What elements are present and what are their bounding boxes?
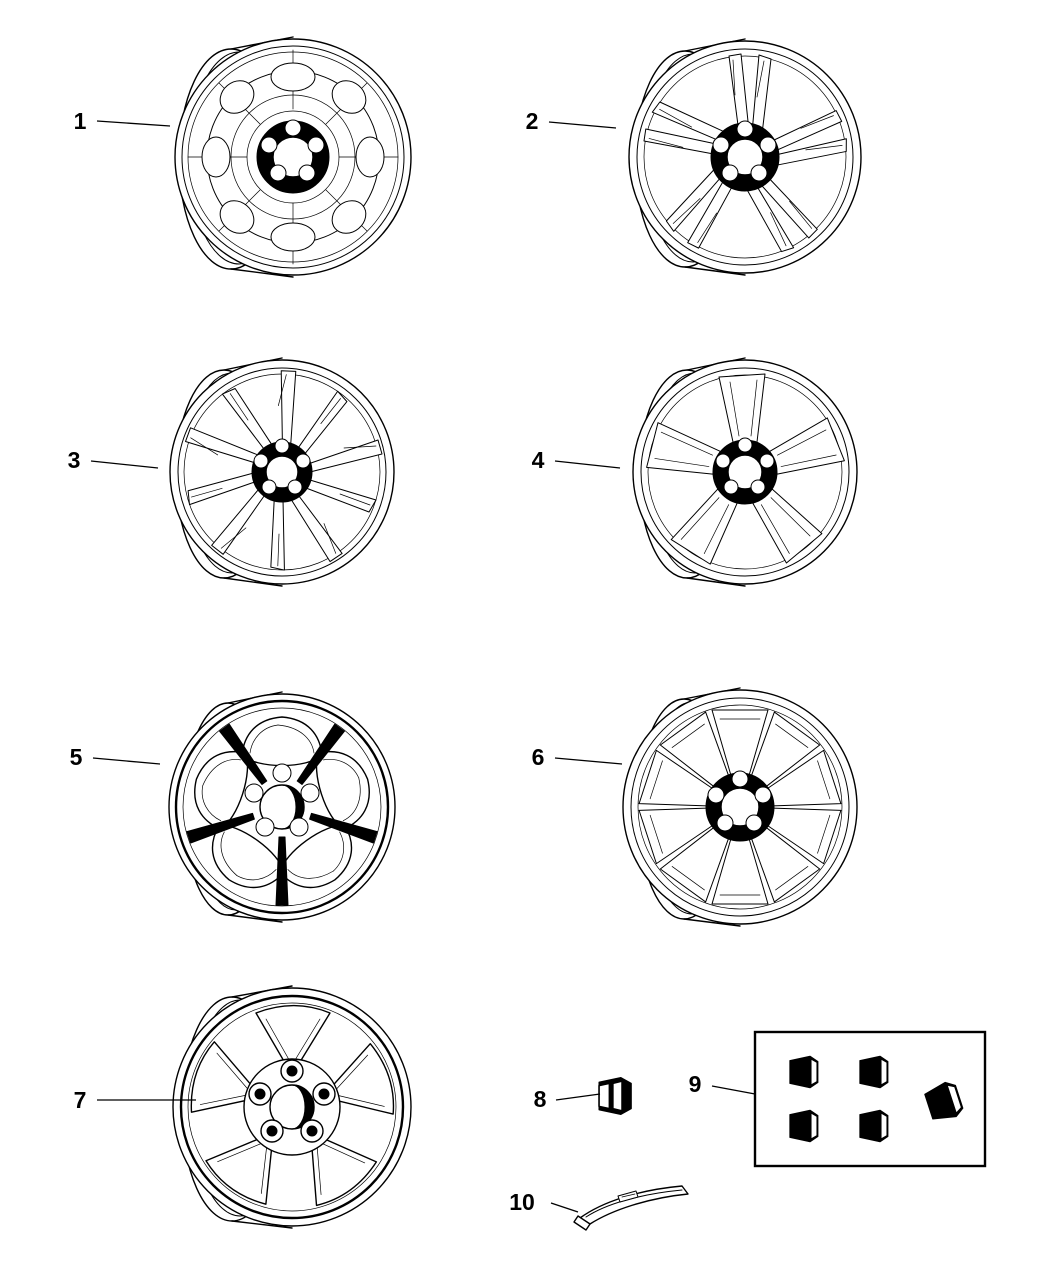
- part-7-alloy-wheel-exposed-lug[interactable]: [171, 984, 413, 1230]
- callout-number-4: 4: [532, 447, 545, 473]
- leader-line-1: [96, 120, 171, 127]
- part-8-lug-nut[interactable]: [598, 1076, 633, 1116]
- callout-1[interactable]: 1: [74, 108, 171, 134]
- part-3-alloy-wheel-split-spoke[interactable]: [169, 357, 395, 587]
- callout-number-1: 1: [74, 108, 87, 134]
- callout-8[interactable]: 8: [534, 1086, 601, 1112]
- callout-number-8: 8: [534, 1086, 547, 1112]
- leader-line-9: [711, 1085, 756, 1095]
- leader-line-2: [548, 121, 617, 129]
- part-10-balance-weight[interactable]: [573, 1185, 689, 1231]
- leader-line-5: [92, 757, 161, 765]
- lock-lug-nut[interactable]: [859, 1055, 889, 1089]
- part-1-steel-wheel[interactable]: [174, 36, 412, 278]
- callout-number-10: 10: [509, 1189, 535, 1215]
- lock-key-adapter[interactable]: [922, 1078, 966, 1125]
- part-6-alloy-wheel-ten-spoke[interactable]: [622, 687, 858, 927]
- part-2-alloy-wheel-twin-spoke[interactable]: [628, 38, 862, 276]
- callout-number-7: 7: [74, 1087, 87, 1113]
- part-4-alloy-wheel-star-spoke[interactable]: [632, 357, 858, 587]
- callout-10[interactable]: 10: [509, 1189, 579, 1215]
- callout-6[interactable]: 6: [532, 744, 623, 770]
- part-5-alloy-wheel-triangle-window[interactable]: [167, 690, 397, 924]
- callout-5[interactable]: 5: [70, 744, 161, 770]
- wheel-lock-kit-box: [753, 1030, 987, 1168]
- leader-line-4: [554, 460, 621, 469]
- part-9-wheel-lock-kit[interactable]: [753, 1030, 987, 1168]
- callout-2[interactable]: 2: [526, 108, 617, 134]
- callout-number-3: 3: [68, 447, 81, 473]
- leader-line-10: [550, 1202, 579, 1213]
- callout-number-2: 2: [526, 108, 539, 134]
- leader-line-8: [555, 1093, 601, 1101]
- lock-lug-nut[interactable]: [789, 1109, 819, 1143]
- callout-number-5: 5: [70, 744, 83, 770]
- callout-7[interactable]: 7: [74, 1087, 196, 1113]
- lock-lug-nut[interactable]: [789, 1055, 819, 1089]
- callout-number-9: 9: [689, 1071, 702, 1097]
- leader-line-6: [554, 757, 623, 765]
- callout-4[interactable]: 4: [532, 447, 621, 473]
- lock-lug-nut[interactable]: [859, 1109, 889, 1143]
- callout-9[interactable]: 9: [689, 1071, 756, 1097]
- leader-line-3: [90, 460, 159, 469]
- callout-number-6: 6: [532, 744, 545, 770]
- callout-3[interactable]: 3: [68, 447, 159, 473]
